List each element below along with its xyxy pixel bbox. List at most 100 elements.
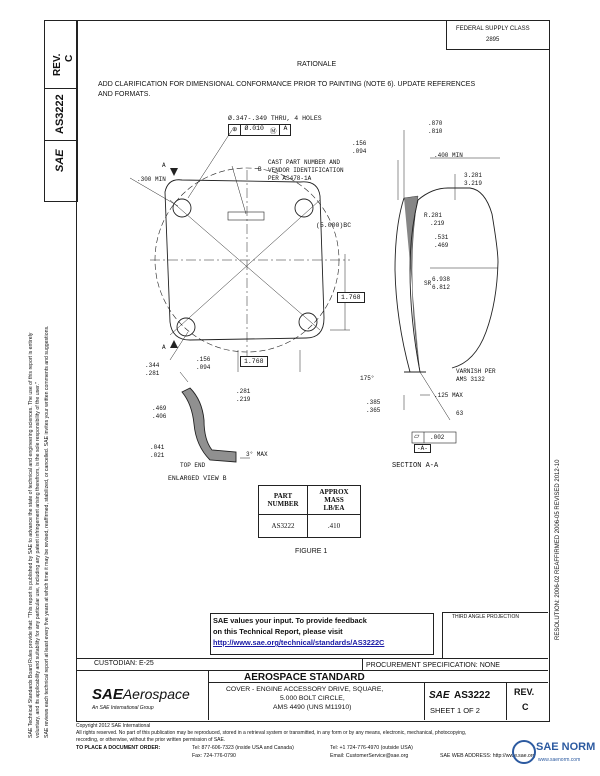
engineering-drawing bbox=[129, 129, 500, 463]
rev-label-title: REV. bbox=[514, 687, 535, 697]
logo-sae: SAE bbox=[92, 686, 123, 703]
enlarged-r219: .219 bbox=[236, 396, 251, 403]
varnish-note-2: AMS 3132 bbox=[456, 376, 485, 383]
fsc-line2: 2895 bbox=[486, 37, 500, 43]
table-row: AS3222 .410 bbox=[258, 514, 361, 538]
section-label-a-top: A bbox=[162, 162, 166, 169]
logo-aerospace: Aerospace bbox=[122, 686, 190, 702]
part-description-3: AMS 4490 (UNS M11910) bbox=[273, 704, 352, 711]
standard-title: AEROSPACE STANDARD bbox=[244, 672, 365, 683]
fcf-datum: A bbox=[283, 125, 288, 132]
figure-caption: FIGURE 1 bbox=[295, 548, 328, 555]
saenorm-watermark: SAE NORM www.saenorm.com bbox=[512, 738, 598, 772]
dim-094: .094 bbox=[352, 148, 367, 155]
enlarged-r469: .469 bbox=[152, 405, 167, 412]
header-stamp bbox=[446, 20, 550, 50]
feedback-box bbox=[210, 613, 434, 655]
dim-365: .365 bbox=[366, 407, 381, 414]
footer-rights-1: All rights reserved. No part of this pub… bbox=[76, 730, 467, 736]
cast-note-3: PER AS478-1A bbox=[268, 175, 312, 182]
fcf-modifier: Ⓜ bbox=[267, 125, 281, 135]
hole-tr bbox=[294, 198, 314, 218]
rev-value-title: C bbox=[522, 702, 529, 712]
custodian-divider bbox=[362, 658, 363, 670]
feedback-line-2: on this Technical Report, please visit bbox=[213, 627, 343, 636]
feature-control-frame: ⊕ Ø.010 Ⓜ A bbox=[228, 124, 292, 136]
footer-fax: Fax: 724-776-0790 bbox=[192, 753, 236, 759]
flatness-datum: -A- bbox=[414, 444, 431, 453]
footer-rights-2: recording, or otherwise, without the pri… bbox=[76, 737, 226, 743]
procurement-spec: PROCUREMENT SPECIFICATION: NONE bbox=[366, 662, 500, 669]
rationale-text-2: AND FORMATS. bbox=[98, 91, 151, 98]
sae-aerospace-logo: SAEAerospace An SAE International Group bbox=[92, 686, 190, 711]
enlarged-r041: .041 bbox=[150, 444, 165, 451]
dim-156: .156 bbox=[352, 140, 367, 147]
box-dim-1768-vertical: 1.768 bbox=[337, 292, 365, 303]
hole-callout: Ø.347-.349 THRU, 4 HOLES bbox=[228, 115, 322, 122]
section-aa-title: SECTION A-A bbox=[392, 462, 439, 470]
footer-order-label: TO PLACE A DOCUMENT ORDER: bbox=[76, 745, 161, 751]
top-end-label: TOP END bbox=[180, 462, 206, 469]
part-id-slot bbox=[227, 211, 265, 221]
enlarged-r406: .406 bbox=[152, 413, 167, 420]
custodian: CUSTODIAN: E-25 bbox=[94, 660, 154, 667]
watermark-logo-icon bbox=[512, 740, 536, 764]
hole-bl bbox=[176, 317, 196, 337]
fsc-line1: FEDERAL SUPPLY CLASS bbox=[456, 26, 530, 32]
dim-3219: 3.219 bbox=[464, 180, 483, 187]
doc-number-logo: SAE bbox=[429, 690, 450, 701]
enlarged-view-title: ENLARGED VIEW B bbox=[168, 475, 227, 482]
flatness-frame bbox=[411, 431, 457, 444]
enlarged-r021: .021 bbox=[150, 452, 165, 459]
dim-r219: .219 bbox=[430, 220, 445, 227]
title-block-divider-1 bbox=[208, 670, 209, 720]
footer-tel-1: Tel: 877-606-7323 (inside USA and Canada… bbox=[192, 745, 294, 751]
title-block-divider-3 bbox=[506, 682, 507, 720]
hole-tl bbox=[172, 198, 192, 218]
three-deg-max: 3° MAX bbox=[246, 451, 268, 458]
watermark-sub: www.saenorm.com bbox=[538, 757, 581, 763]
dim-870: .870 bbox=[428, 120, 443, 127]
dim-r469: .469 bbox=[434, 242, 449, 249]
logo-tagline: An SAE International Group bbox=[92, 705, 154, 711]
custodian-row-line-2 bbox=[76, 670, 548, 671]
part-description-2: 5.000 BOLT CIRCLE, bbox=[280, 695, 345, 702]
dim-r281: R.281 bbox=[424, 212, 442, 219]
feedback-link[interactable]: http://www.sae.org/technical/standards/A… bbox=[213, 638, 385, 647]
dim-r531: .531 bbox=[434, 234, 449, 241]
footer-web[interactable]: SAE WEB ADDRESS: http://www.sae.org bbox=[440, 753, 536, 759]
rationale-text-1: ADD CLARIFICATION FOR DIMENSIONAL CONFOR… bbox=[98, 81, 476, 88]
mass-cell: .410 bbox=[307, 514, 361, 538]
section-label-a-bottom: A bbox=[162, 344, 166, 351]
r-281: .281 bbox=[427, 212, 443, 219]
cast-note-2: VENDOR IDENTIFICATION bbox=[268, 167, 344, 174]
dim-r344: .344 bbox=[145, 362, 160, 369]
footer-email: Email: CustomerService@sae.org bbox=[330, 753, 409, 759]
enlarged-view-profile bbox=[181, 387, 237, 463]
dim-r281b: .281 bbox=[145, 370, 160, 377]
box-dim-1768-horizontal: 1.768 bbox=[240, 356, 268, 367]
flatness-tolerance: .002 bbox=[430, 434, 445, 441]
revision-divider bbox=[44, 88, 76, 89]
title-block-divider-4 bbox=[208, 682, 548, 683]
watermark-text: SAE NORM bbox=[536, 741, 596, 753]
flatness-icon: ▱ bbox=[414, 433, 420, 440]
section-profile bbox=[394, 187, 499, 373]
fcf-tolerance: Ø.010 bbox=[244, 125, 264, 132]
dim-175-deg: 175° bbox=[360, 375, 375, 382]
feedback-line-1: SAE values your input. To provide feedba… bbox=[213, 616, 367, 625]
header-part-line2: NUMBER bbox=[267, 500, 299, 508]
doc-number: AS3222 bbox=[454, 690, 491, 701]
sheet-number: SHEET 1 OF 2 bbox=[430, 706, 480, 715]
r-prefix: R bbox=[424, 212, 428, 219]
dim-3281: 3.281 bbox=[464, 172, 483, 179]
dim-sr6812: 6.812 bbox=[432, 284, 451, 291]
angle-63: 63 bbox=[456, 410, 464, 417]
drawing-frame bbox=[76, 20, 550, 722]
title-block-divider-2 bbox=[424, 682, 425, 720]
enlarged-r281: .281 bbox=[236, 388, 251, 395]
position-icon: ⊕ bbox=[229, 125, 242, 135]
view-label-b: B bbox=[258, 166, 262, 173]
